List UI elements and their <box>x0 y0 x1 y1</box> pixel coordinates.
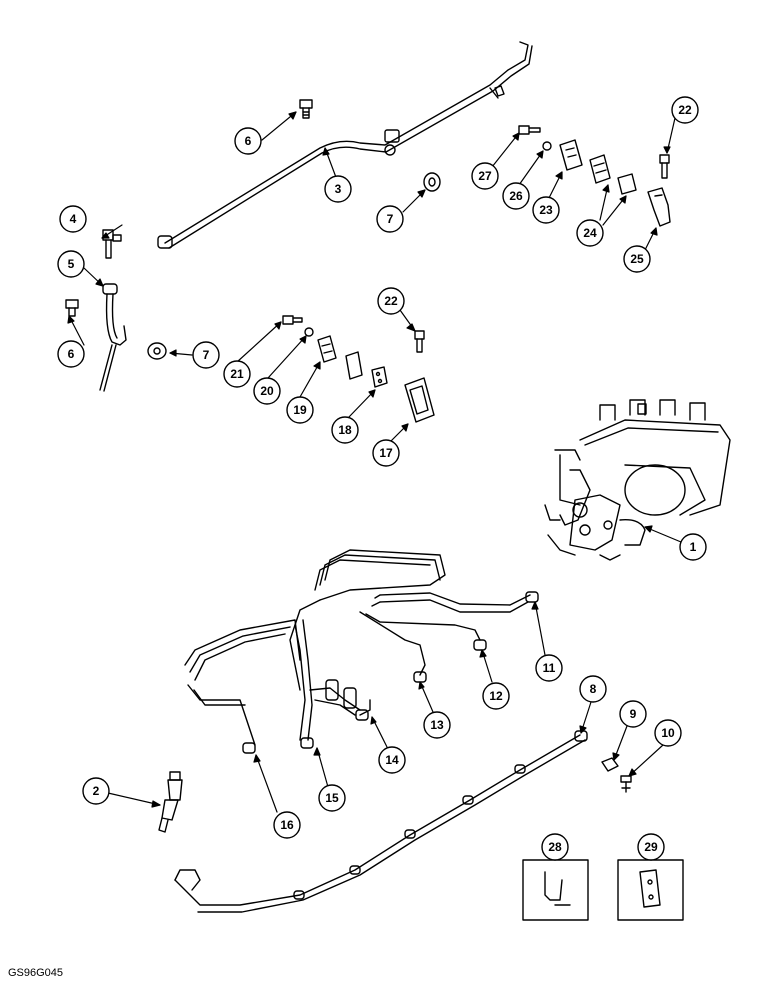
callout-5: 5 <box>57 250 85 278</box>
callout-24: 24 <box>576 219 604 247</box>
svg-text:17: 17 <box>379 446 393 460</box>
svg-text:12: 12 <box>489 689 503 703</box>
clamp-part-18 <box>345 351 388 388</box>
bolt-part-10 <box>620 775 632 793</box>
callout-7-left: 7 <box>192 341 220 369</box>
bolt-part-6-left <box>65 299 79 317</box>
bolt-part-6-top <box>299 99 313 119</box>
svg-text:1: 1 <box>690 540 697 554</box>
svg-text:7: 7 <box>387 212 394 226</box>
clamp-part-24 <box>589 154 637 195</box>
kit-box-part-28 <box>522 859 589 921</box>
svg-text:4: 4 <box>70 212 77 226</box>
clamp-part-23 <box>559 139 583 171</box>
figure-code: GS96G045 <box>8 967 64 979</box>
callout-6-top: 6 <box>234 127 262 155</box>
grommet-part-7-left <box>147 342 167 360</box>
callout-26: 26 <box>502 182 530 210</box>
callout-11: 11 <box>535 654 563 682</box>
bracket-part-17 <box>404 377 435 423</box>
pipe-part-5 <box>99 283 127 392</box>
callout-13: 13 <box>423 711 451 739</box>
svg-text:6: 6 <box>68 347 75 361</box>
svg-text:21: 21 <box>230 367 244 381</box>
svg-text:5: 5 <box>68 257 75 271</box>
callout-8: 8 <box>579 675 607 703</box>
callout-12: 12 <box>482 682 510 710</box>
callout-21: 21 <box>223 360 251 388</box>
callout-27: 27 <box>471 162 499 190</box>
svg-text:11: 11 <box>543 661 556 675</box>
svg-text:20: 20 <box>260 384 274 398</box>
svg-text:8: 8 <box>590 682 597 696</box>
svg-text:18: 18 <box>338 423 352 437</box>
callout-25: 25 <box>623 245 651 273</box>
callout-9: 9 <box>619 700 647 728</box>
kit-box-part-29 <box>617 859 684 921</box>
svg-text:7: 7 <box>203 348 210 362</box>
svg-text:2: 2 <box>93 784 100 798</box>
callout-4: 4 <box>59 205 87 233</box>
svg-text:15: 15 <box>325 791 339 805</box>
svg-text:25: 25 <box>630 252 644 266</box>
bolt-part-22-top <box>659 154 670 179</box>
banjo-bolt-part-4 <box>102 229 122 259</box>
svg-text:26: 26 <box>509 189 523 203</box>
svg-text:6: 6 <box>245 134 252 148</box>
bolt-part-22-mid <box>414 330 425 353</box>
callout-1: 1 <box>679 533 707 561</box>
washer-part-26 <box>542 141 552 151</box>
svg-text:23: 23 <box>539 203 553 217</box>
callout-15: 15 <box>318 784 346 812</box>
nut-part-9 <box>601 757 619 772</box>
callout-22-top: 22 <box>671 96 699 124</box>
callout-29: 29 <box>637 833 665 861</box>
bolt-part-27 <box>518 125 541 135</box>
washer-part-20 <box>304 327 314 337</box>
svg-text:13: 13 <box>430 718 444 732</box>
clamp-part-19 <box>317 335 337 363</box>
svg-text:22: 22 <box>678 103 692 117</box>
bolt-part-21 <box>282 315 303 325</box>
callout-2: 2 <box>82 777 110 805</box>
svg-text:24: 24 <box>583 226 597 240</box>
callout-22-mid: 22 <box>377 287 405 315</box>
svg-text:10: 10 <box>661 726 675 740</box>
svg-text:29: 29 <box>644 840 658 854</box>
svg-text:9: 9 <box>630 707 637 721</box>
callout-17: 17 <box>372 439 400 467</box>
callouts: 1 2 3 4 5 6 6 7 7 8 9 10 11 12 13 14 15 … <box>57 96 707 861</box>
callout-3: 3 <box>324 175 352 203</box>
svg-text:3: 3 <box>335 182 342 196</box>
callout-14: 14 <box>378 746 406 774</box>
callout-18: 18 <box>331 416 359 444</box>
callout-28: 28 <box>541 833 569 861</box>
callout-leaders <box>67 111 682 813</box>
leak-off-pipe-part-3 <box>157 41 533 249</box>
svg-text:28: 28 <box>548 840 562 854</box>
svg-text:22: 22 <box>384 294 398 308</box>
callout-10: 10 <box>654 719 682 747</box>
injection-pump-part-1 <box>544 399 731 561</box>
leak-off-pipe-part-8 <box>174 730 588 913</box>
callout-19: 19 <box>286 396 314 424</box>
callout-16: 16 <box>273 811 301 839</box>
svg-text:27: 27 <box>478 169 492 183</box>
grommet-part-7-top <box>423 172 441 192</box>
svg-text:16: 16 <box>280 818 294 832</box>
svg-text:19: 19 <box>293 403 307 417</box>
callout-6-left: 6 <box>57 340 85 368</box>
injector-pipes-parts-11-16 <box>184 549 539 754</box>
callout-7-top: 7 <box>376 205 404 233</box>
injector-part-2 <box>158 771 183 833</box>
callout-23: 23 <box>532 196 560 224</box>
bracket-part-25 <box>647 187 671 227</box>
callout-20: 20 <box>253 377 281 405</box>
svg-text:14: 14 <box>385 753 399 767</box>
